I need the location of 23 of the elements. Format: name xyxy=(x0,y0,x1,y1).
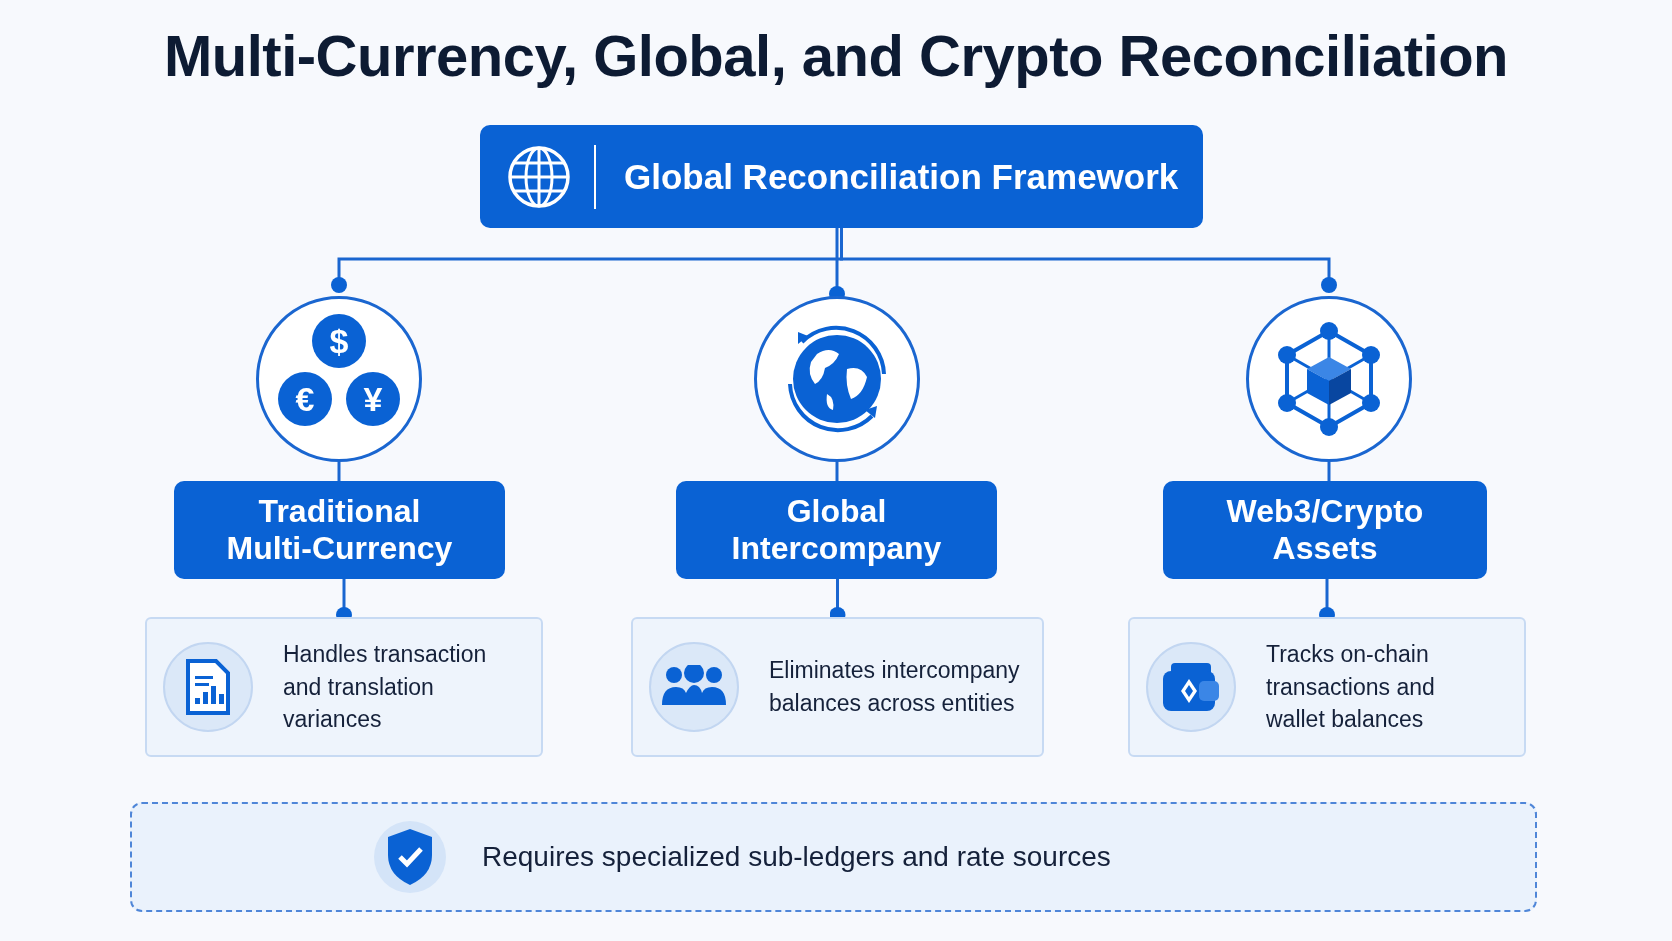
category-box xyxy=(676,481,997,579)
title: Multi-Currency, Global, and Crypto Reconciliation xyxy=(163,22,1509,89)
box-title: Web3/Crypto Assets xyxy=(1225,493,1425,567)
description-card xyxy=(145,617,543,757)
currency-coin: ¥ xyxy=(346,372,400,426)
currency-coin: € xyxy=(278,372,332,426)
box-title: Traditional Multi-Currency xyxy=(225,493,454,567)
description-text: Handles transaction and translation variances xyxy=(283,640,488,735)
category-box xyxy=(480,125,1203,228)
connector-line xyxy=(337,462,341,481)
currency-coin: $ xyxy=(312,314,366,368)
description-text: Eliminates intercompany balances across entities xyxy=(769,656,1021,718)
description-card xyxy=(1128,617,1526,757)
description-text: Tracks on-chain transactions and wallet balances xyxy=(1266,640,1436,735)
description-card xyxy=(631,617,1044,757)
connector-line xyxy=(835,462,839,481)
note-text: Requires specialized sub-ledgers and rate sources xyxy=(482,841,1111,873)
note-banner xyxy=(130,802,1537,912)
category-box xyxy=(174,481,505,579)
category-box xyxy=(1163,481,1487,579)
connector-line xyxy=(1327,462,1331,481)
box-title: Global Intercompany xyxy=(730,493,943,567)
box-title: Global Reconciliation Framework xyxy=(624,156,1179,197)
